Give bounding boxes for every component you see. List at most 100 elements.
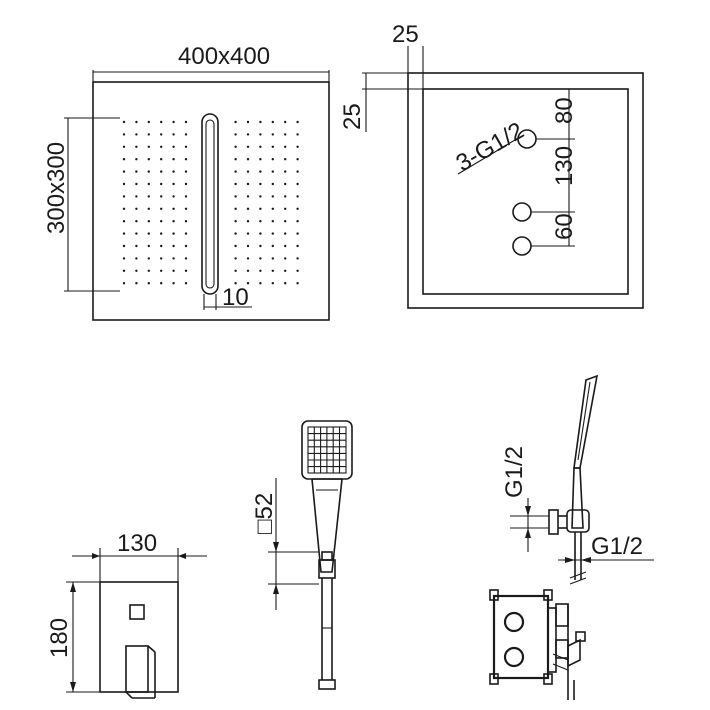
nozzle-dot xyxy=(160,133,163,136)
nozzle-dot xyxy=(259,257,262,260)
nozzle-dot xyxy=(160,145,163,148)
nozzle-dot xyxy=(284,133,287,136)
nozzle-dot xyxy=(259,269,262,272)
nozzle-dot xyxy=(122,133,126,136)
nozzle-dot xyxy=(284,220,287,223)
nozzle-dot xyxy=(147,133,150,136)
nozzle-dot xyxy=(259,182,262,186)
nozzle-dot xyxy=(147,232,150,235)
nozzle-dot xyxy=(234,158,237,161)
nozzle-dot xyxy=(184,232,188,235)
nozzle-dot xyxy=(234,182,237,186)
nozzle-dot xyxy=(184,244,188,248)
nozzle-dot xyxy=(147,244,150,248)
nozzle-dot xyxy=(184,158,188,161)
nozzle-dot xyxy=(160,220,163,223)
side-outlet-nut xyxy=(548,509,559,535)
nozzle-dot xyxy=(184,257,188,260)
nozzle-dot xyxy=(147,195,150,198)
nozzle-dot xyxy=(122,195,126,198)
valve-body xyxy=(492,594,550,680)
nozzle-dot xyxy=(246,269,250,272)
nozzle-dot xyxy=(160,282,163,285)
light-slot-outer xyxy=(201,113,219,295)
nozzle-dot xyxy=(259,170,262,173)
nozzle-dot xyxy=(271,257,274,260)
nozzle-dot xyxy=(184,133,188,136)
nozzle-dot xyxy=(184,282,188,285)
nozzle-dot xyxy=(259,195,262,198)
side-handle xyxy=(571,467,584,529)
nozzle-dot xyxy=(284,182,287,186)
nozzle-dot xyxy=(296,195,299,198)
inlet-circle-bottom xyxy=(512,236,532,256)
nozzle-dot xyxy=(160,195,163,198)
nozzle-dot xyxy=(246,120,250,124)
nozzle-dot xyxy=(147,158,150,161)
nozzle-dot xyxy=(259,232,262,235)
nozzle-dot xyxy=(284,244,287,248)
holder-size-label: □52 xyxy=(251,493,278,534)
nozzle-dot xyxy=(271,244,274,248)
nozzle-dot xyxy=(184,182,188,186)
nozzle-dot xyxy=(172,182,175,186)
nozzle-dot xyxy=(284,269,287,272)
nozzle-dot xyxy=(246,133,250,136)
nozzle-dot xyxy=(160,170,163,173)
nozzle-dot xyxy=(234,133,237,136)
nozzle-dot xyxy=(259,207,262,210)
panel-outline xyxy=(92,81,330,321)
nozzle-dot xyxy=(296,257,299,260)
nozzle-dot xyxy=(122,120,126,124)
nozzle-dot xyxy=(172,207,175,210)
nozzle-dot xyxy=(184,207,188,210)
nozzle-dot xyxy=(122,182,126,186)
plate-outline xyxy=(99,581,179,693)
nozzle-dot xyxy=(246,220,250,223)
valve-cover-plate: 130 180 xyxy=(46,530,207,699)
nozzle-dot xyxy=(271,158,274,161)
nozzle-dot xyxy=(246,244,250,248)
plate-height-label: 180 xyxy=(46,618,73,658)
nozzle-dot xyxy=(135,182,138,186)
diverter-knob xyxy=(129,604,145,620)
diverter-stem xyxy=(555,603,569,627)
valve-port-tr xyxy=(543,589,553,601)
nozzle-dot xyxy=(147,145,150,148)
nozzle-dot xyxy=(160,244,163,248)
nozzle-dot xyxy=(296,182,299,186)
nozzle-dot xyxy=(135,195,138,198)
spray-area-label: 300x300 xyxy=(43,142,70,234)
nozzle-dot xyxy=(122,207,126,210)
nozzle-dot xyxy=(234,282,237,285)
hand-shower: □52 xyxy=(251,420,353,690)
spacing-bottom-label: 60 xyxy=(551,213,578,240)
nozzle-dot xyxy=(296,145,299,148)
nozzle-dot xyxy=(259,145,262,148)
nozzle-dot xyxy=(122,269,126,272)
nozzle-dot xyxy=(135,269,138,272)
nozzle-dot xyxy=(246,207,250,210)
nozzle-dot xyxy=(122,257,126,260)
nozzle-dot xyxy=(296,282,299,285)
nozzle-dot xyxy=(147,282,150,285)
valve-mount-flange xyxy=(547,607,557,673)
nozzle-dot xyxy=(284,207,287,210)
nozzle-dot xyxy=(234,145,237,148)
nozzle-dot xyxy=(172,257,175,260)
nozzle-dot xyxy=(135,232,138,235)
nozzle-dot xyxy=(259,244,262,248)
valve-port-tl xyxy=(489,589,499,601)
mixer-lever xyxy=(125,645,149,693)
nozzle-dot xyxy=(246,158,250,161)
nozzle-dot xyxy=(122,244,126,248)
plate-width-label: 130 xyxy=(117,530,157,557)
nozzle-dot xyxy=(135,257,138,260)
nozzle-dot xyxy=(234,120,237,124)
nozzle-dot xyxy=(234,244,237,248)
nozzle-dot xyxy=(135,120,138,124)
nozzle-dot xyxy=(246,182,250,186)
valve-port-bl xyxy=(489,673,499,685)
nozzle-dot xyxy=(184,120,188,124)
